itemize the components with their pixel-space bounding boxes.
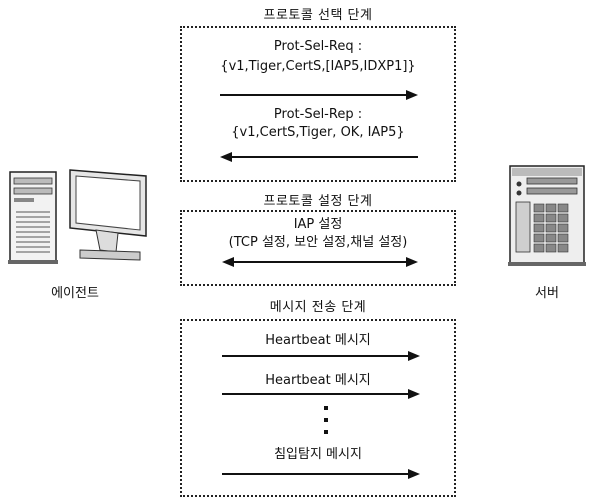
phase-title-setup: 프로토콜 설정 단계 — [263, 194, 373, 209]
agent-tower — [8, 171, 58, 264]
intrusion-detection-arrow — [222, 469, 420, 479]
prot-sel-rep-label: Prot-Sel-Rep : — [273, 107, 363, 122]
iap-setup-details: (TCP 설정, 보안 설정,채널 설정) — [228, 235, 408, 250]
prot-sel-rep-params: {v1,CertS,Tiger, OK, IAP5} — [231, 125, 405, 140]
reply-arrow — [220, 152, 418, 162]
heartbeat-arrow-1 — [222, 351, 420, 361]
heartbeat-message-2-label: Heartbeat 메시지 — [265, 373, 371, 388]
transfer-phase-box — [180, 319, 456, 497]
phase-title-transfer: 메시지 전송 단계 — [269, 300, 367, 315]
heartbeat-arrow-2 — [222, 389, 420, 399]
intrusion-detection-message-label: 침입탐지 메시지 — [274, 447, 362, 462]
prot-sel-req-params: {v1,Tiger,CertS,[IAP5,IDXP1]} — [220, 59, 416, 74]
heartbeat-message-1-label: Heartbeat 메시지 — [265, 333, 371, 348]
selection-phase-box — [180, 26, 456, 182]
phase-title-selection: 프로토콜 선택 단계 — [263, 8, 373, 23]
server-tower — [508, 165, 586, 266]
server-label: 서버 — [535, 286, 559, 301]
ellipsis-dots — [324, 406, 328, 434]
request-arrow — [220, 90, 418, 100]
agent-monitor — [69, 169, 147, 261]
agent-label: 에이전트 — [51, 286, 99, 301]
prot-sel-req-label: Prot-Sel-Req : — [273, 39, 363, 54]
iap-setup-label: IAP 설정 — [293, 217, 343, 232]
setup-phase-box — [180, 210, 456, 286]
